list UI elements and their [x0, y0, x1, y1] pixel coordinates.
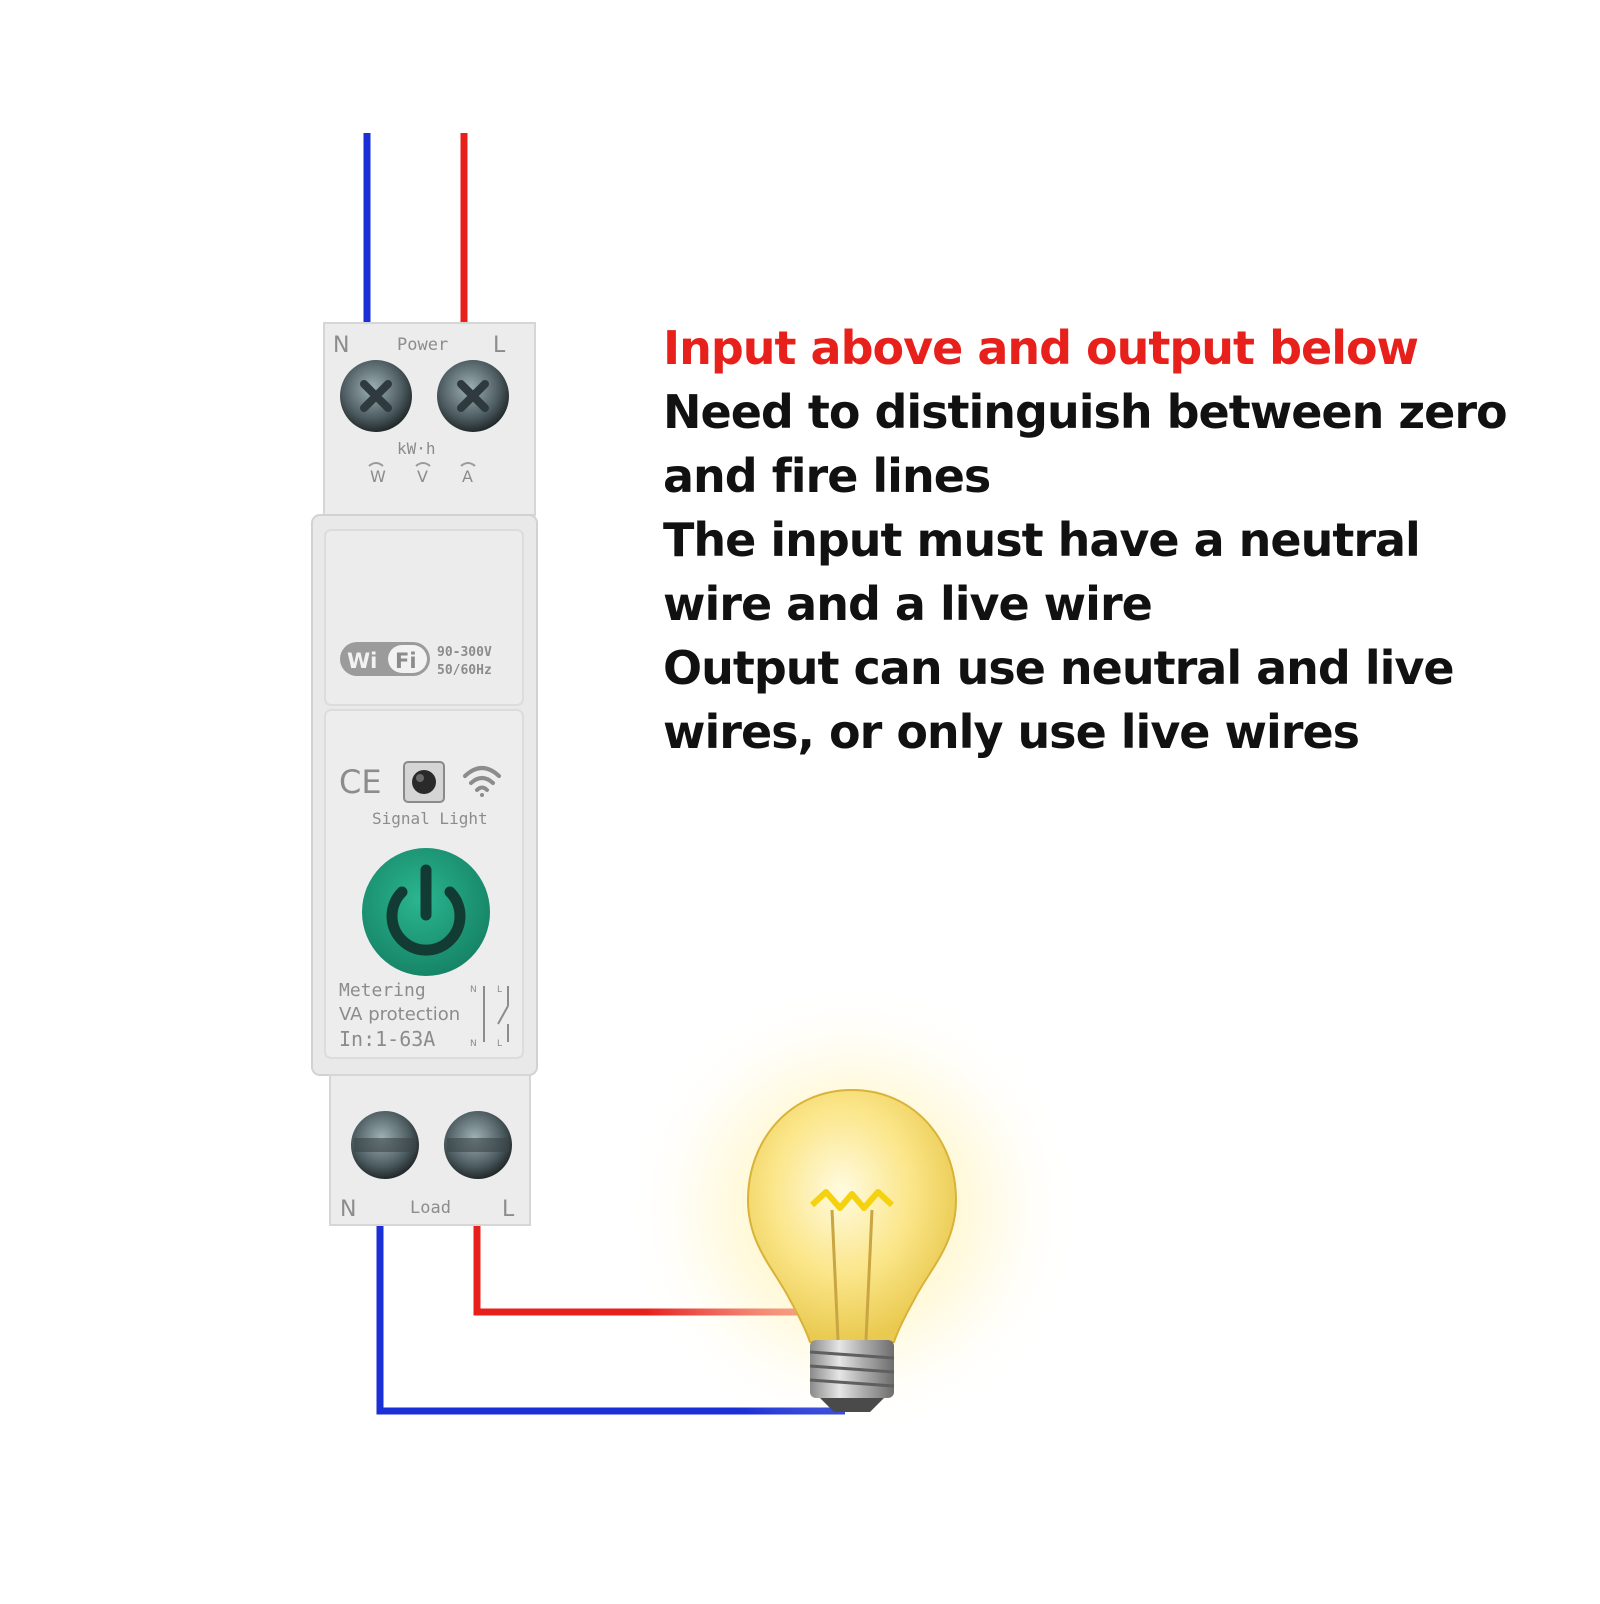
screw-icon: [340, 360, 412, 432]
light-bulb-icon: [622, 980, 1082, 1440]
voltage-rating: 90-300V: [437, 645, 492, 660]
caption-line: wire and a live wire: [663, 577, 1153, 631]
frequency-rating: 50/60Hz: [437, 663, 492, 678]
schematic-label-l-top: L: [497, 985, 502, 995]
screw-icon: [437, 360, 509, 432]
meter-unit-w: W: [370, 467, 386, 486]
caption-line: Need to distinguish between zero: [663, 385, 1508, 439]
spec-protection: VA protection: [339, 1004, 460, 1025]
meter-unit-v: V: [417, 467, 428, 486]
caption-line: The input must have a neutral: [663, 513, 1421, 567]
wifi-badge-fi: Fi: [395, 649, 417, 673]
caption-line: and fire lines: [663, 449, 991, 503]
signal-light-icon: [403, 761, 445, 803]
spec-metering: Metering: [339, 980, 426, 1001]
caption-headline: Input above and output below: [663, 321, 1419, 375]
upper-panel: [324, 529, 524, 706]
bottom-terminal-label-load: Load: [410, 1198, 451, 1218]
wifi-badge-wi: Wi: [347, 649, 377, 673]
wifi-badge: Wi Fi: [340, 642, 430, 676]
spec-current-range: In:1-63A: [339, 1027, 435, 1051]
schematic-label-n-bottom: N: [470, 1039, 477, 1049]
power-button[interactable]: [362, 848, 490, 976]
top-terminal-label-l: L: [493, 333, 506, 358]
caption-block: Input above and output below Need to dis…: [663, 316, 1563, 764]
caption-line: wires, or only use live wires: [663, 705, 1360, 759]
schematic-label-l-bottom: L: [497, 1039, 502, 1049]
top-terminal-label-n: N: [333, 333, 349, 358]
ce-mark: CE: [339, 763, 382, 801]
top-terminal-label-power: Power: [397, 335, 448, 355]
meter-unit-label: kW·h: [397, 439, 436, 458]
screw-icon: [351, 1111, 419, 1179]
screw-icon: [444, 1111, 512, 1179]
schematic-label-n-top: N: [470, 985, 477, 995]
bottom-terminal-label-n: N: [340, 1197, 356, 1222]
wifi-icon: [463, 766, 501, 797]
caption-line: Output can use neutral and live: [663, 641, 1455, 695]
output-neutral-wire: [376, 1222, 845, 1415]
signal-light-label: Signal Light: [372, 809, 488, 828]
power-icon: [386, 864, 466, 956]
switch-schematic: N L N L: [470, 985, 509, 1049]
bottom-terminal-label-l: L: [502, 1197, 515, 1222]
meter-unit-a: A: [462, 467, 473, 486]
din-rail-smart-breaker: N Power L kW·h W V A Wi Fi 90-300V 50/60…: [311, 322, 538, 1226]
